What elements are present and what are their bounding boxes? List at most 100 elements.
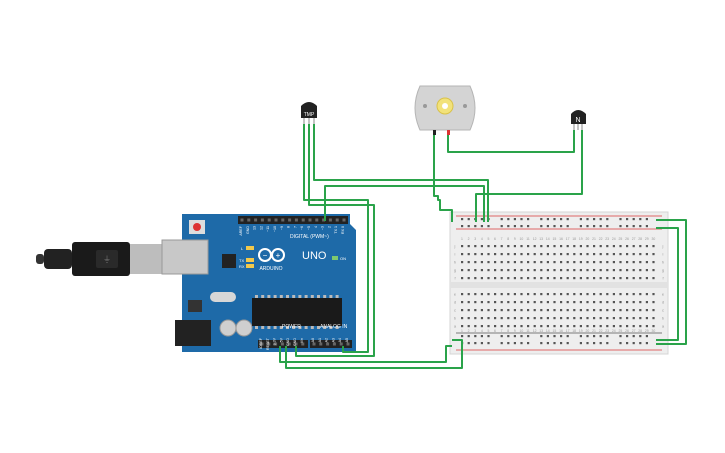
- terminal-hole[interactable]: [619, 317, 622, 320]
- terminal-hole[interactable]: [487, 261, 490, 264]
- header-pin-hole[interactable]: [315, 218, 319, 222]
- terminal-hole[interactable]: [467, 253, 470, 256]
- terminal-hole[interactable]: [474, 309, 477, 312]
- terminal-hole[interactable]: [612, 293, 615, 296]
- terminal-hole[interactable]: [474, 301, 477, 304]
- rail-hole[interactable]: [553, 342, 556, 345]
- terminal-hole[interactable]: [626, 317, 629, 320]
- terminal-hole[interactable]: [573, 253, 576, 256]
- rail-hole[interactable]: [520, 342, 523, 345]
- terminal-hole[interactable]: [639, 317, 642, 320]
- rail-hole[interactable]: [467, 335, 470, 338]
- terminal-hole[interactable]: [626, 309, 629, 312]
- rail-hole[interactable]: [645, 218, 648, 221]
- terminal-hole[interactable]: [593, 269, 596, 272]
- terminal-hole[interactable]: [520, 301, 523, 304]
- wire-transistor-to-rail[interactable]: [475, 130, 583, 222]
- terminal-hole[interactable]: [652, 293, 655, 296]
- terminal-hole[interactable]: [626, 269, 629, 272]
- rail-hole[interactable]: [566, 335, 569, 338]
- terminal-hole[interactable]: [474, 261, 477, 264]
- terminal-hole[interactable]: [520, 245, 523, 248]
- rail-hole[interactable]: [467, 218, 470, 221]
- rail-hole[interactable]: [639, 335, 642, 338]
- terminal-hole[interactable]: [513, 253, 516, 256]
- rail-hole[interactable]: [560, 342, 563, 345]
- terminal-hole[interactable]: [560, 325, 563, 328]
- header-pin-hole[interactable]: [260, 218, 264, 222]
- terminal-hole[interactable]: [639, 253, 642, 256]
- terminal-hole[interactable]: [553, 293, 556, 296]
- rail-hole[interactable]: [546, 342, 549, 345]
- wire-tmp-to-a0[interactable]: [303, 124, 369, 353]
- terminal-hole[interactable]: [652, 269, 655, 272]
- terminal-hole[interactable]: [494, 293, 497, 296]
- terminal-hole[interactable]: [480, 309, 483, 312]
- terminal-hole[interactable]: [533, 325, 536, 328]
- terminal-hole[interactable]: [527, 245, 530, 248]
- terminal-hole[interactable]: [632, 293, 635, 296]
- terminal-hole[interactable]: [480, 261, 483, 264]
- rail-hole[interactable]: [527, 225, 530, 228]
- terminal-hole[interactable]: [513, 309, 516, 312]
- rail-hole[interactable]: [579, 335, 582, 338]
- terminal-hole[interactable]: [632, 325, 635, 328]
- rail-hole[interactable]: [467, 342, 470, 345]
- terminal-hole[interactable]: [546, 253, 549, 256]
- rail-hole[interactable]: [599, 218, 602, 221]
- terminal-hole[interactable]: [467, 309, 470, 312]
- terminal-hole[interactable]: [632, 269, 635, 272]
- terminal-hole[interactable]: [606, 269, 609, 272]
- terminal-hole[interactable]: [560, 269, 563, 272]
- rail-hole[interactable]: [626, 225, 629, 228]
- terminal-hole[interactable]: [487, 245, 490, 248]
- terminal-hole[interactable]: [645, 277, 648, 280]
- terminal-hole[interactable]: [527, 277, 530, 280]
- terminal-hole[interactable]: [480, 253, 483, 256]
- header-pin-hole[interactable]: [281, 218, 285, 222]
- terminal-hole[interactable]: [579, 309, 582, 312]
- terminal-hole[interactable]: [520, 269, 523, 272]
- terminal-hole[interactable]: [599, 325, 602, 328]
- terminal-hole[interactable]: [533, 309, 536, 312]
- rail-hole[interactable]: [540, 335, 543, 338]
- rail-hole[interactable]: [487, 342, 490, 345]
- terminal-hole[interactable]: [487, 277, 490, 280]
- terminal-hole[interactable]: [533, 317, 536, 320]
- terminal-hole[interactable]: [474, 293, 477, 296]
- terminal-hole[interactable]: [533, 293, 536, 296]
- terminal-hole[interactable]: [593, 317, 596, 320]
- rail-hole[interactable]: [507, 218, 510, 221]
- terminal-hole[interactable]: [579, 245, 582, 248]
- terminal-hole[interactable]: [553, 253, 556, 256]
- terminal-hole[interactable]: [500, 293, 503, 296]
- terminal-hole[interactable]: [560, 277, 563, 280]
- rail-hole[interactable]: [480, 225, 483, 228]
- terminal-hole[interactable]: [579, 293, 582, 296]
- rail-hole[interactable]: [599, 225, 602, 228]
- terminal-hole[interactable]: [500, 317, 503, 320]
- terminal-hole[interactable]: [639, 277, 642, 280]
- rail-hole[interactable]: [520, 218, 523, 221]
- header-pin-hole[interactable]: [339, 342, 343, 346]
- rail-hole[interactable]: [480, 218, 483, 221]
- rail-hole[interactable]: [546, 225, 549, 228]
- terminal-hole[interactable]: [579, 317, 582, 320]
- terminal-hole[interactable]: [494, 269, 497, 272]
- terminal-hole[interactable]: [599, 269, 602, 272]
- terminal-hole[interactable]: [513, 301, 516, 304]
- terminal-hole[interactable]: [645, 245, 648, 248]
- terminal-hole[interactable]: [480, 301, 483, 304]
- terminal-hole[interactable]: [599, 261, 602, 264]
- terminal-hole[interactable]: [500, 277, 503, 280]
- terminal-hole[interactable]: [540, 293, 543, 296]
- terminal-hole[interactable]: [560, 293, 563, 296]
- terminal-hole[interactable]: [612, 309, 615, 312]
- header-pin-hole[interactable]: [288, 218, 292, 222]
- rail-hole[interactable]: [480, 335, 483, 338]
- terminal-hole[interactable]: [467, 277, 470, 280]
- terminal-hole[interactable]: [553, 261, 556, 264]
- digital-pin-holes[interactable]: [240, 218, 346, 222]
- terminal-hole[interactable]: [579, 277, 582, 280]
